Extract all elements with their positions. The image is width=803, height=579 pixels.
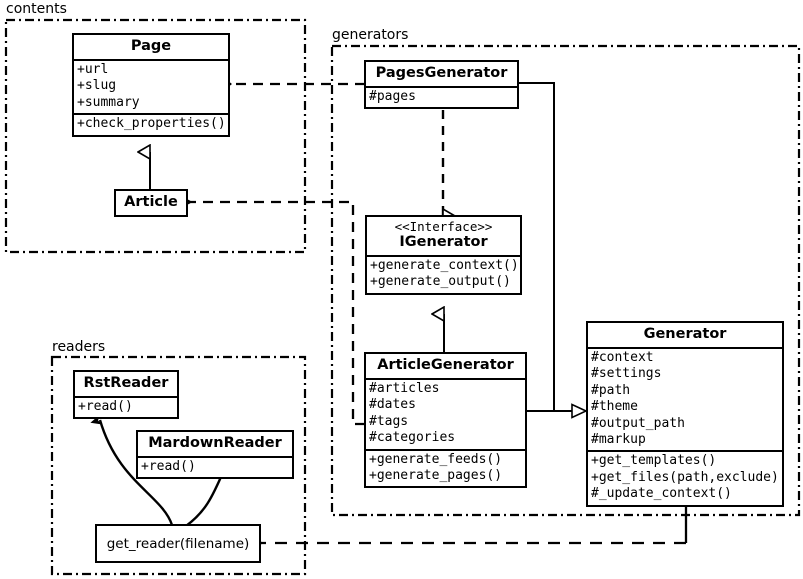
compartment-divider xyxy=(74,59,228,61)
methods-compartment-mardown-reader: +read() xyxy=(138,458,292,477)
method-row: +get_templates() xyxy=(591,453,717,469)
method-row: +read() xyxy=(141,459,196,474)
compartment-divider xyxy=(588,347,782,349)
function-label-get-reader: get_reader(filename) xyxy=(106,535,250,552)
attribute-row: +url xyxy=(77,62,109,77)
attribute-row: #categories xyxy=(369,430,456,446)
class-name-mardown-reader: MardownReader xyxy=(148,435,282,451)
package-label-contents: contents xyxy=(6,1,67,17)
edge-articlegenerator-uses-article xyxy=(191,202,365,426)
class-name-generator: Generator xyxy=(643,326,727,342)
attribute-row: #path xyxy=(591,382,631,398)
compartment-divider xyxy=(367,255,520,257)
attribute-row: #tags xyxy=(369,413,409,429)
attribute-row: #settings xyxy=(591,366,662,382)
methods-compartment-igenerator: +generate_context() +generate_output() xyxy=(367,257,520,293)
methods-compartment-article-generator: +generate_feeds() +generate_pages() xyxy=(366,451,525,487)
package-label-generators: generators xyxy=(332,27,409,43)
class-name-rst-reader: RstReader xyxy=(83,375,169,391)
class-name-article-generator: ArticleGenerator xyxy=(377,357,514,373)
class-box-article[interactable]: Article xyxy=(114,189,188,217)
compartment-divider xyxy=(138,456,292,458)
class-name-pages-generator: PagesGenerator xyxy=(375,65,508,81)
compartment-divider xyxy=(366,448,525,451)
class-name-igenerator: IGenerator xyxy=(399,234,488,250)
package-boundary-generators xyxy=(330,44,801,517)
methods-compartment-rst-reader: +read() xyxy=(75,398,177,417)
method-row: +get_files(path,exclude) xyxy=(591,469,779,485)
package-boundary-readers xyxy=(50,355,307,576)
class-box-rst-reader[interactable]: RstReader +read() xyxy=(73,370,179,420)
package-label-readers: readers xyxy=(52,339,106,355)
attribute-row: #articles xyxy=(369,381,440,396)
edge-get-reader-creates-rstreader xyxy=(90,414,174,526)
stereotype-interface: <<Interface>> xyxy=(394,219,493,234)
compartment-divider xyxy=(366,86,517,88)
attribute-row: #context xyxy=(591,350,654,365)
method-row: +generate_output() xyxy=(370,274,511,290)
attribute-row: #markup xyxy=(591,432,646,448)
attribute-row: +summary xyxy=(77,94,140,110)
class-header-igenerator: <<Interface>> IGenerator xyxy=(367,217,520,255)
method-row: +read() xyxy=(78,399,133,414)
compartment-divider xyxy=(366,378,525,380)
class-box-generator[interactable]: Generator #context #settings #path #them… xyxy=(586,321,784,507)
attribute-row: #theme xyxy=(591,399,638,415)
compartment-divider xyxy=(588,450,782,453)
class-name-page: Page xyxy=(130,38,172,54)
class-box-igenerator[interactable]: <<Interface>> IGenerator +generate_conte… xyxy=(365,215,522,295)
attributes-compartment-generator: #context #settings #path #theme #output_… xyxy=(588,349,782,450)
compartment-divider xyxy=(74,113,228,116)
function-box-get-reader[interactable]: get_reader(filename) xyxy=(95,524,261,563)
class-box-article-generator[interactable]: ArticleGenerator #articles #dates #tags … xyxy=(364,352,527,489)
attributes-compartment-pages-generator: #pages xyxy=(366,88,517,107)
methods-compartment-generator: +get_templates() +get_files(path,exclude… xyxy=(588,452,782,504)
attribute-row: #output_path xyxy=(591,415,685,431)
class-box-pages-generator[interactable]: PagesGenerator #pages xyxy=(364,60,519,110)
method-row: #_update_context() xyxy=(591,486,732,502)
attribute-row: +slug xyxy=(77,78,117,94)
attribute-row: #dates xyxy=(369,397,416,413)
package-boundary-contents xyxy=(4,18,307,254)
compartment-divider xyxy=(75,396,177,398)
attributes-compartment-page: +url +slug +summary xyxy=(74,61,228,113)
method-row: +check_properties() xyxy=(77,116,226,132)
method-row: +generate_pages() xyxy=(369,468,503,484)
method-row: +generate_context() xyxy=(370,258,519,273)
edge-generators-extend-generator xyxy=(519,82,586,411)
class-name-article: Article xyxy=(124,194,178,210)
method-row: +generate_feeds() xyxy=(369,451,503,467)
attribute-row: #pages xyxy=(369,89,416,104)
methods-compartment-page: +check_properties() xyxy=(74,115,228,134)
class-box-page[interactable]: Page +url +slug +summary +check_properti… xyxy=(72,33,230,137)
attributes-compartment-article-generator: #articles #dates #tags #categories xyxy=(366,380,525,449)
class-box-mardown-reader[interactable]: MardownReader +read() xyxy=(136,430,294,480)
edge-generator-uses-get-reader xyxy=(262,503,688,543)
